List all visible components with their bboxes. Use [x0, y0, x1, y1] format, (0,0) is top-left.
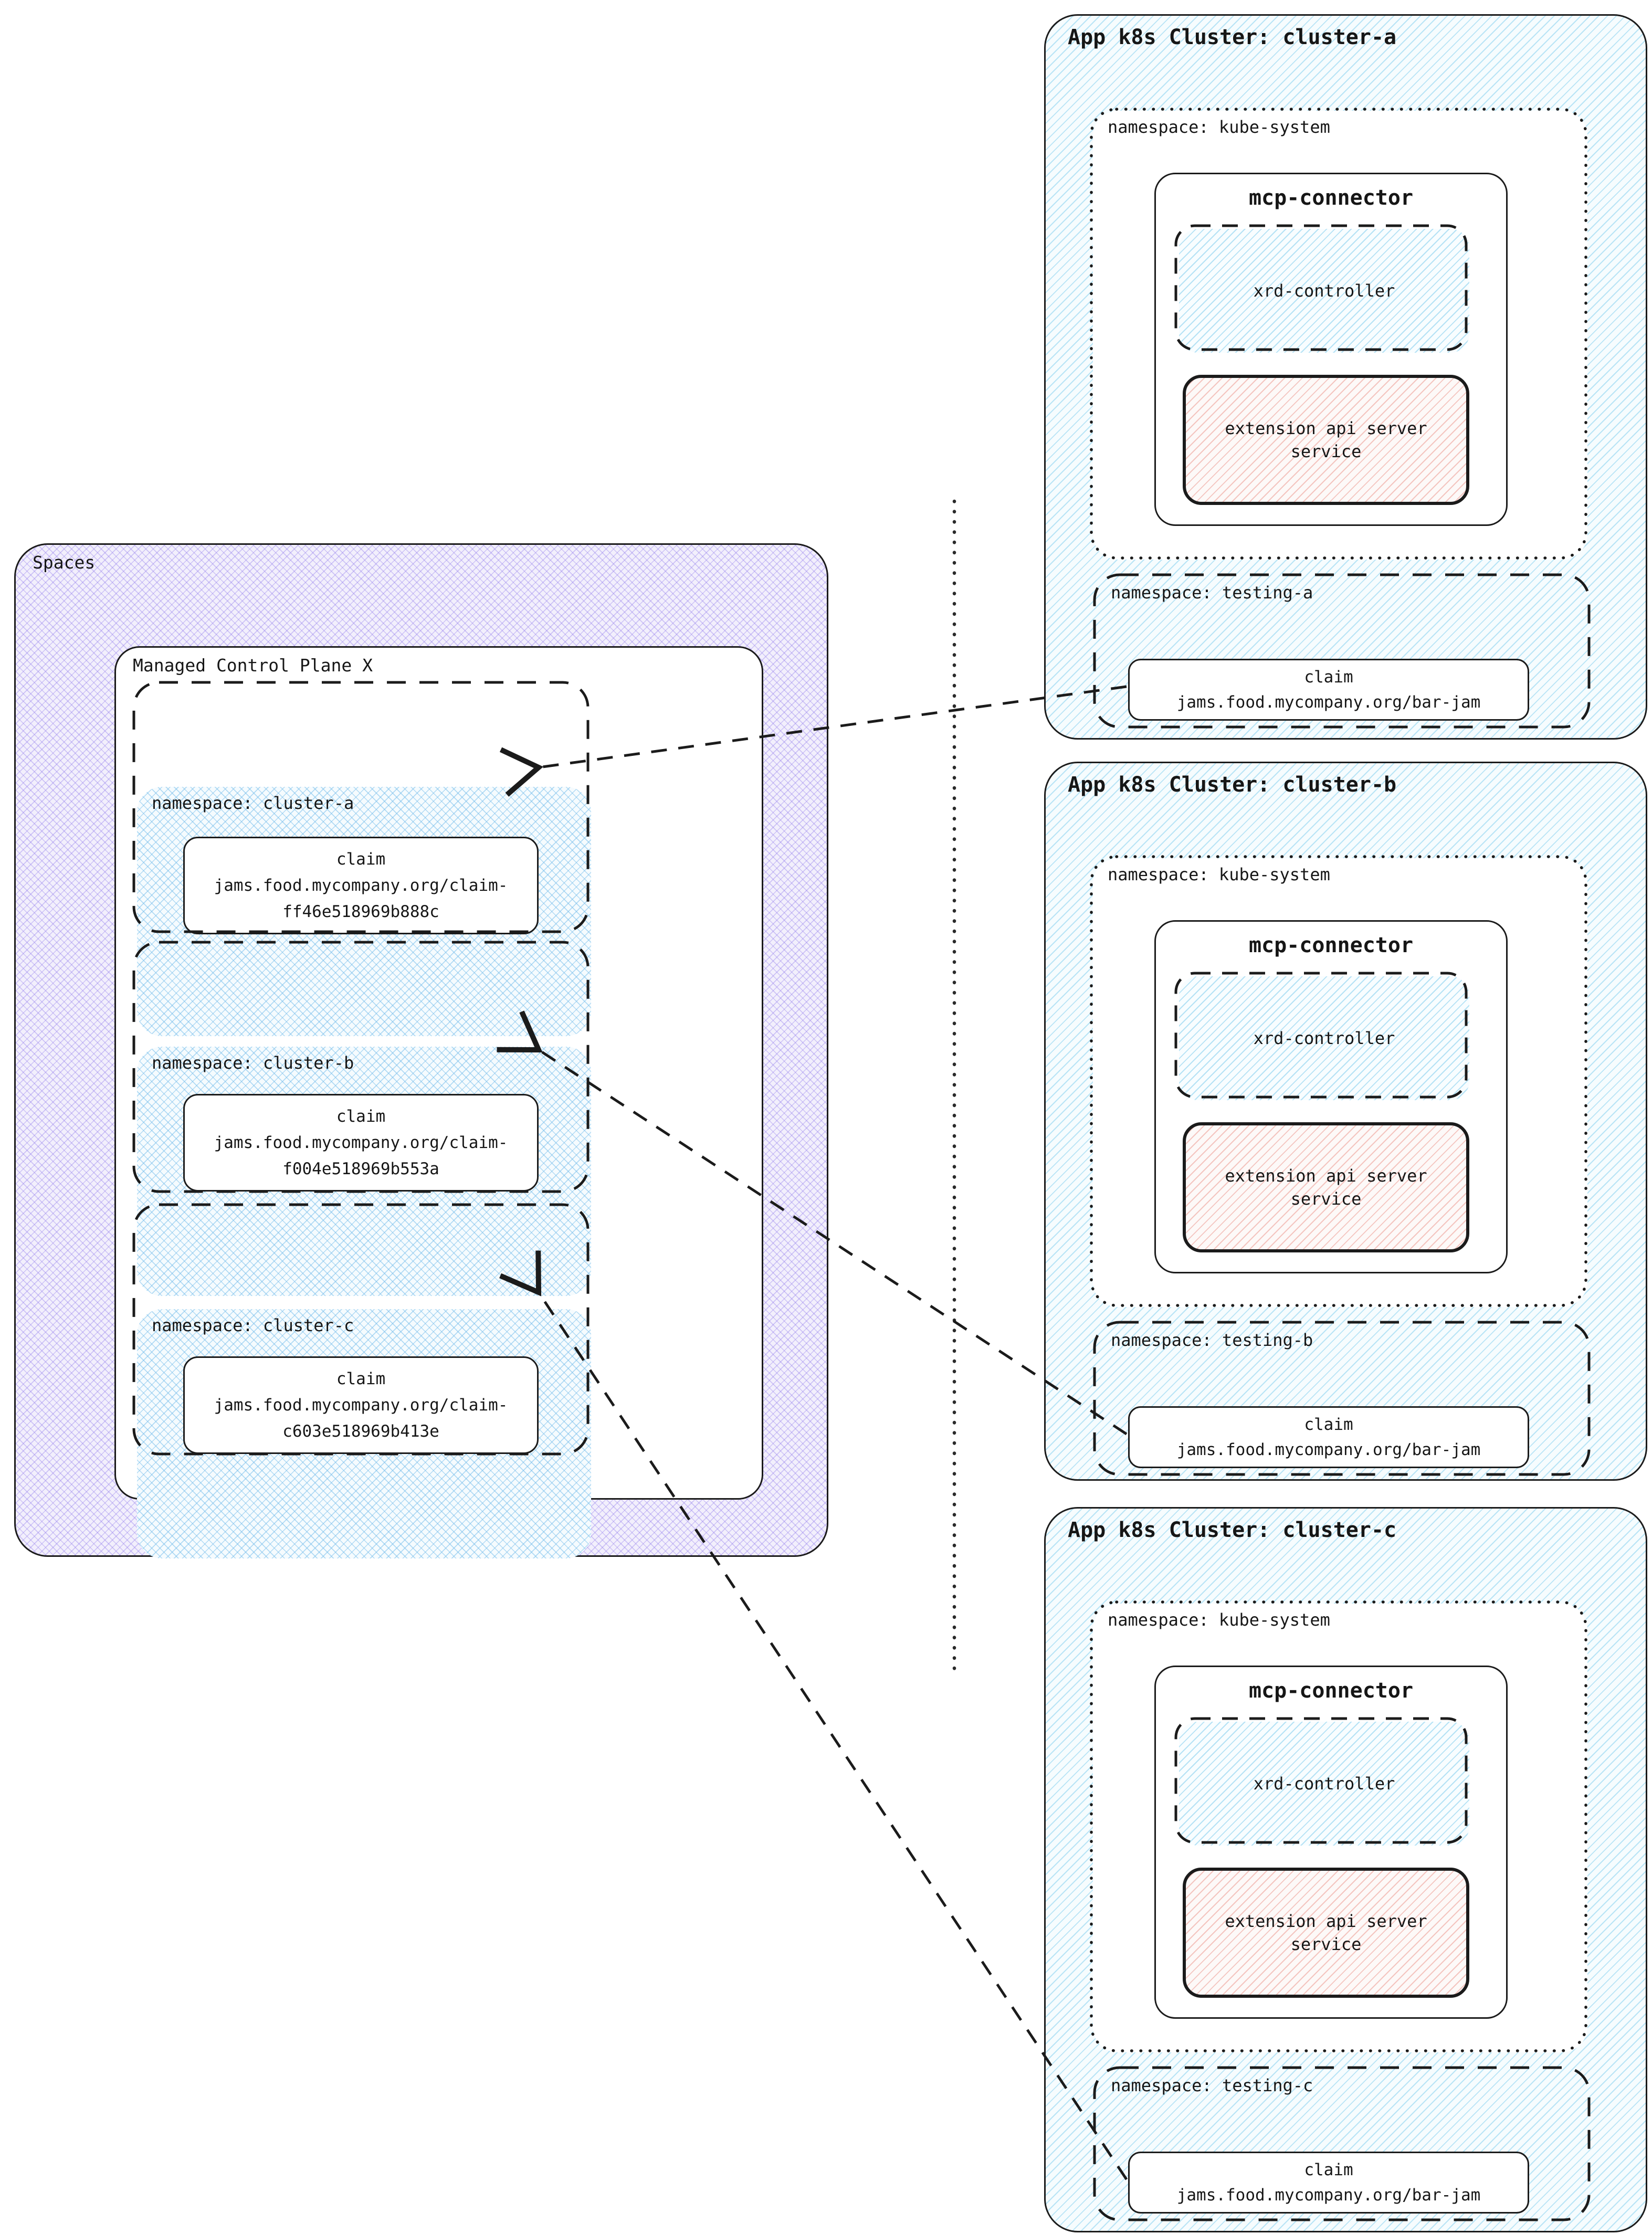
- cluster-a-extension-api-server-service: extension api server service: [1183, 375, 1469, 505]
- cluster-b-mcp-connector: mcp-connector xrd-controller extension a…: [1154, 920, 1508, 1273]
- mcp-connector-title: mcp-connector: [1248, 933, 1414, 957]
- spaces-label: Spaces: [33, 552, 96, 573]
- cluster-c-box: App k8s Cluster: cluster-c namespace: ku…: [1044, 1507, 1647, 2232]
- cluster-c-namespace-testing: namespace: testing-c claim jams.food.myc…: [1096, 2069, 1591, 2221]
- cluster-c-extension-api-server-service: extension api server service: [1183, 1868, 1469, 1998]
- cluster-a-claim-bar-jam: claim jams.food.mycompany.org/bar-jam: [1128, 659, 1529, 721]
- claim-hash-line: c603e518969b413e: [282, 1422, 439, 1441]
- cluster-a-xrd-controller: xrd-controller: [1179, 229, 1469, 353]
- cluster-b-claim-bar-jam: claim jams.food.mycompany.org/bar-jam: [1128, 1406, 1529, 1468]
- cluster-b-namespace-testing: namespace: testing-b claim jams.food.myc…: [1096, 1324, 1591, 1476]
- cluster-b-xrd-controller: xrd-controller: [1179, 976, 1469, 1100]
- claim-hash-line: f004e518969b553a: [282, 1160, 439, 1178]
- claim-title: claim: [1304, 1415, 1353, 1434]
- claim-title: claim: [1304, 668, 1353, 687]
- namespace-kube-system-label: namespace: kube-system: [1108, 865, 1330, 884]
- claim-title: claim: [336, 850, 386, 869]
- xrd-controller-label: xrd-controller: [1253, 1774, 1395, 1794]
- xrd-controller-label: xrd-controller: [1253, 281, 1395, 301]
- cluster-b-namespace-kube-system: namespace: kube-system mcp-connector xrd…: [1093, 858, 1587, 1307]
- claim-title: claim: [1304, 2161, 1353, 2179]
- claim-value: jams.food.mycompany.org/bar-jam: [1176, 693, 1481, 712]
- cluster-c-mcp-connector: mcp-connector xrd-controller extension a…: [1154, 1666, 1508, 2019]
- managed-control-plane-title: Managed Control Plane X: [133, 655, 373, 676]
- cluster-c-title: App k8s Cluster: cluster-c: [1068, 1518, 1397, 1542]
- cluster-c-xrd-controller: xrd-controller: [1179, 1722, 1469, 1846]
- claim-value: jams.food.mycompany.org/bar-jam: [1176, 2186, 1481, 2205]
- claim-cluster-a: claim jams.food.mycompany.org/claim- ff4…: [183, 837, 539, 934]
- claim-resource-line: jams.food.mycompany.org/claim-: [214, 1396, 508, 1415]
- xrd-controller-label: xrd-controller: [1253, 1028, 1395, 1048]
- namespace-cluster-b-label: namespace: cluster-b: [152, 1053, 354, 1073]
- claim-title: claim: [336, 1107, 386, 1126]
- claim-cluster-b: claim jams.food.mycompany.org/claim- f00…: [183, 1094, 539, 1192]
- namespace-cluster-c: namespace: cluster-c claim jams.food.myc…: [137, 1309, 591, 1558]
- managed-control-plane: Managed Control Plane X namespace: clust…: [114, 646, 763, 1558]
- namespace-testing-b-label: namespace: testing-b: [1111, 1330, 1313, 1350]
- cluster-a-namespace-testing: namespace: testing-a claim jams.food.myc…: [1096, 576, 1591, 729]
- ext-api-line2: service: [1290, 1189, 1362, 1209]
- ext-api-line2: service: [1290, 441, 1362, 461]
- spaces-container: Spaces Managed Control Plane X namespace…: [14, 543, 828, 1558]
- cluster-a-namespace-kube-system: namespace: kube-system mcp-connector xrd…: [1093, 111, 1587, 560]
- namespace-cluster-c-label: namespace: cluster-c: [152, 1315, 354, 1335]
- cluster-c-claim-bar-jam: claim jams.food.mycompany.org/bar-jam: [1128, 2152, 1529, 2214]
- namespace-testing-a-label: namespace: testing-a: [1111, 583, 1313, 603]
- claim-resource-line: jams.food.mycompany.org/claim-: [214, 1133, 508, 1152]
- ext-api-line1: extension api server: [1225, 1166, 1427, 1186]
- cluster-b-title: App k8s Cluster: cluster-b: [1068, 773, 1397, 797]
- claim-value: jams.food.mycompany.org/bar-jam: [1176, 1440, 1481, 1459]
- cluster-b-extension-api-server-service: extension api server service: [1183, 1122, 1469, 1252]
- namespace-cluster-b: namespace: cluster-b claim jams.food.myc…: [137, 1047, 591, 1296]
- namespace-testing-c-label: namespace: testing-c: [1111, 2075, 1313, 2095]
- cluster-a-box: App k8s Cluster: cluster-a namespace: ku…: [1044, 14, 1647, 740]
- namespace-cluster-a: namespace: cluster-a claim jams.food.myc…: [137, 787, 591, 1036]
- claim-title: claim: [336, 1369, 386, 1388]
- ext-api-line1: extension api server: [1225, 1911, 1427, 1931]
- ext-api-line1: extension api server: [1225, 418, 1427, 438]
- namespace-kube-system-label: namespace: kube-system: [1108, 1610, 1330, 1630]
- namespace-cluster-a-label: namespace: cluster-a: [152, 793, 354, 813]
- claim-cluster-c: claim jams.food.mycompany.org/claim- c60…: [183, 1356, 539, 1454]
- cluster-b-box: App k8s Cluster: cluster-b namespace: ku…: [1044, 762, 1647, 1481]
- namespace-kube-system-label: namespace: kube-system: [1108, 117, 1330, 137]
- claim-hash-line: ff46e518969b888c: [282, 902, 439, 921]
- mcp-connector-title: mcp-connector: [1248, 1679, 1414, 1703]
- cluster-a-title: App k8s Cluster: cluster-a: [1068, 25, 1397, 49]
- cluster-c-namespace-kube-system: namespace: kube-system mcp-connector xrd…: [1093, 1604, 1587, 2052]
- ext-api-line2: service: [1290, 1934, 1362, 1954]
- claim-resource-line: jams.food.mycompany.org/claim-: [214, 876, 508, 895]
- cluster-a-mcp-connector: mcp-connector xrd-controller extension a…: [1154, 173, 1508, 526]
- mcp-connector-title: mcp-connector: [1248, 186, 1414, 210]
